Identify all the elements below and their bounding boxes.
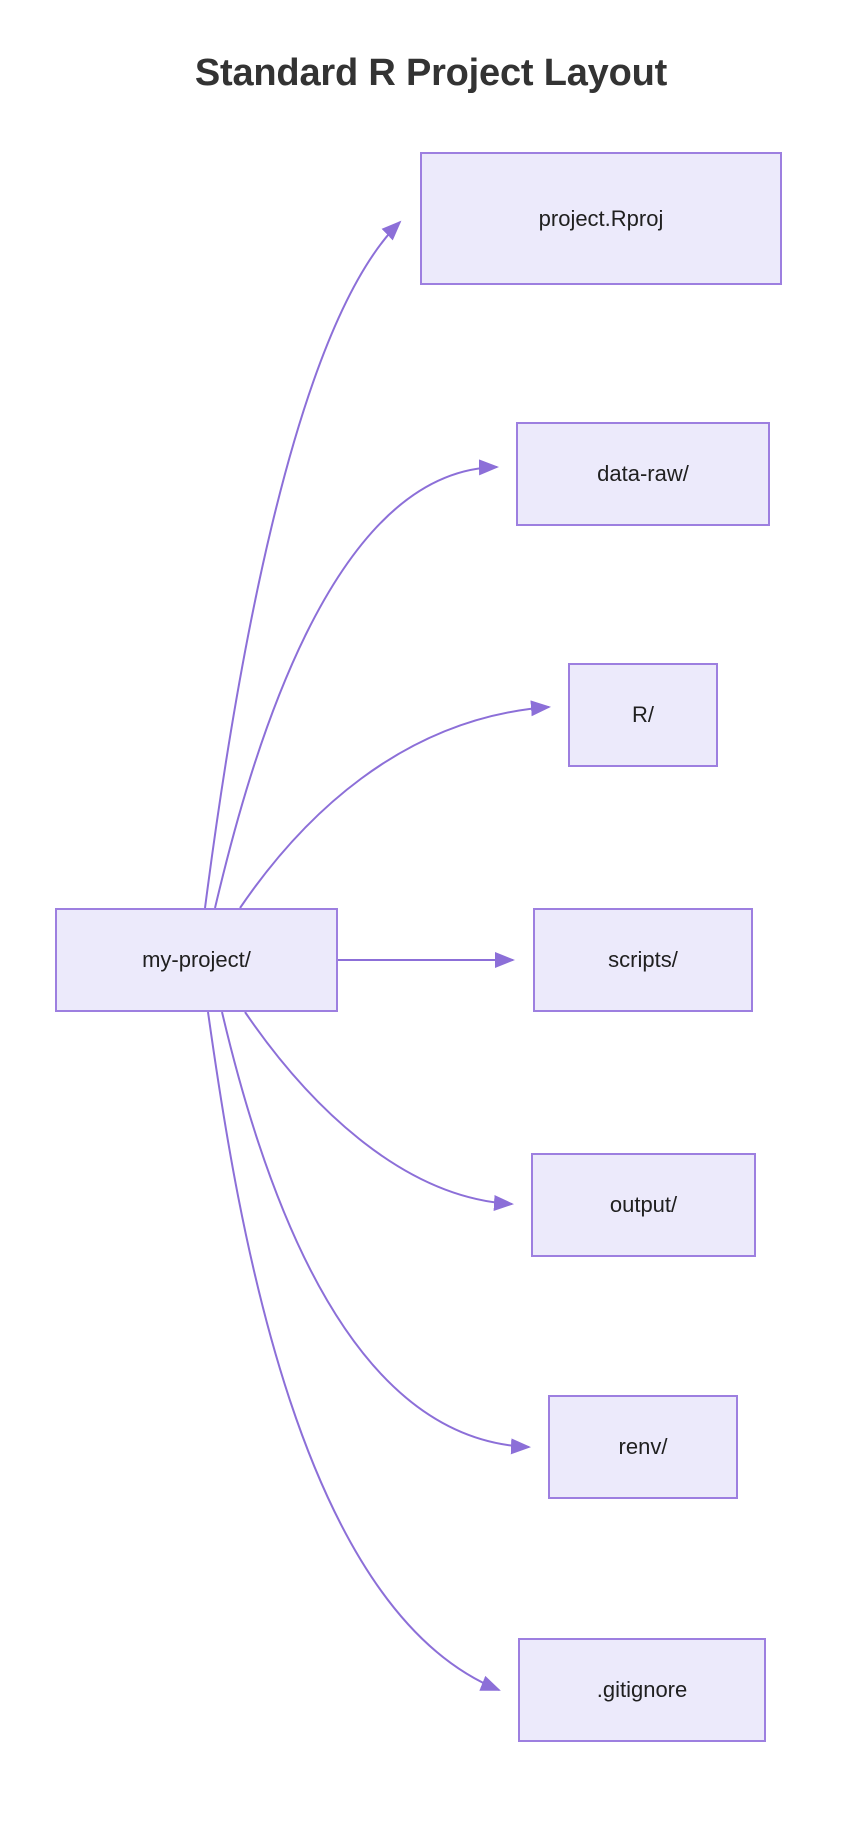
node-label: .gitignore: [596, 1677, 688, 1702]
edge-root-to-renv: [221, 1011, 531, 1455]
node-label: my-project/: [142, 947, 251, 972]
node-.gitignore[interactable]: .gitignore: [518, 1638, 766, 1742]
node-scripts[interactable]: scripts/: [533, 908, 753, 1012]
node-label: R/: [632, 702, 654, 727]
edge-root-to-data-raw: [214, 459, 499, 909]
node-label: project.Rproj: [538, 205, 664, 231]
node-label: renv/: [618, 1434, 668, 1459]
node-label: data-raw/: [597, 461, 689, 486]
node-root[interactable]: my-project/: [55, 908, 338, 1012]
node-renv[interactable]: renv/: [548, 1395, 738, 1499]
node-label: output/: [609, 1192, 678, 1217]
node-rdir[interactable]: R/: [568, 663, 718, 767]
edge-root-to-output: [244, 1011, 514, 1212]
diagram-title: Standard R Project Layout: [194, 52, 668, 94]
edge-root-to-rproj: [204, 220, 402, 909]
node-label: scripts/: [608, 947, 678, 972]
node-output[interactable]: output/: [531, 1153, 756, 1257]
edge-root-to-.gitignore: [207, 1011, 501, 1691]
edge-root-to-rdir: [239, 700, 551, 909]
node-rproj[interactable]: project.Rproj: [420, 152, 782, 285]
node-data-raw[interactable]: data-raw/: [516, 422, 770, 526]
